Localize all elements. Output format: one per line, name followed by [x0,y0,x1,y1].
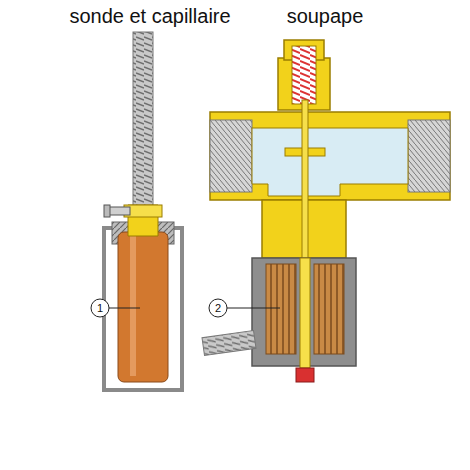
valve-body [210,112,450,200]
probe-well [104,228,182,390]
callout-number: 2 [209,299,227,317]
part-heading: soupape [287,5,364,28]
winding [266,264,296,354]
screw [108,207,130,215]
callout-circle [91,299,109,317]
inlet-thread [210,120,252,192]
winding [314,264,344,354]
leader-line [109,308,140,309]
callout-circle [209,299,227,317]
spring [292,46,316,104]
callout-number: 1 [91,299,109,317]
capillary [133,32,153,212]
water-chamber [252,128,408,196]
red-knob [296,368,314,382]
part-heading: sonde et capillaire [69,5,230,28]
copper-probe [118,232,168,382]
leader-line [227,308,280,309]
wire-hose [202,330,256,355]
outlet-thread [408,120,450,192]
